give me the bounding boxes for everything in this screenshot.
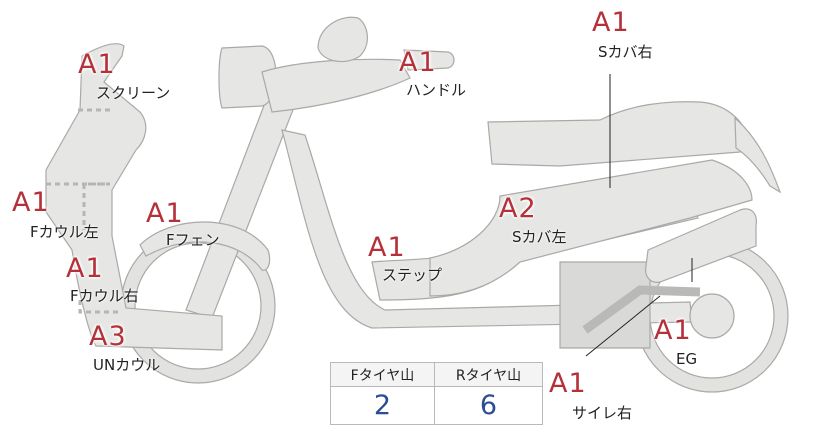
grade-front-fender: A1 xyxy=(146,198,184,229)
label-silencer-right: サイレ右 xyxy=(572,404,633,422)
label-front-cowl-left: Fカウル左 xyxy=(30,223,99,241)
muffler-shape xyxy=(645,208,757,283)
grade-engine: A1 xyxy=(654,315,692,346)
grade-front-cowl-left: A1 xyxy=(12,187,50,218)
mirror xyxy=(317,16,368,63)
grade-silencer-right: A1 xyxy=(549,368,587,399)
front-fender-shape xyxy=(139,221,271,271)
leader-lines xyxy=(585,74,693,357)
label-screen: スクリーン xyxy=(96,84,171,102)
header-rear-tire: Rタイヤ山 xyxy=(435,363,542,387)
label-seat-cover-right: Sカバ右 xyxy=(598,43,653,61)
label-step: ステップ xyxy=(382,266,443,284)
header-front-tire: Fタイヤ山 xyxy=(331,363,435,387)
front-cowl-shape xyxy=(45,43,223,351)
rear-body xyxy=(429,159,753,297)
cowl-seam-lines xyxy=(46,108,120,314)
rear-hub xyxy=(689,293,735,339)
engine-block xyxy=(559,261,651,349)
label-seat-cover-left: Sカバ左 xyxy=(512,228,567,246)
grade-step: A1 xyxy=(368,232,406,263)
rear-tail xyxy=(734,116,782,194)
grade-handle: A1 xyxy=(399,47,437,78)
grade-screen: A1 xyxy=(78,49,116,80)
label-front-fender: Fフェン xyxy=(166,231,220,249)
seat-shape xyxy=(487,101,751,167)
label-front-cowl-right: Fカウル右 xyxy=(70,287,139,305)
handle-cover xyxy=(261,58,411,113)
front-fork xyxy=(185,94,297,319)
handle-grip xyxy=(403,49,455,71)
engine-belt xyxy=(582,285,701,334)
value-rear-tire: 6 xyxy=(479,390,498,421)
label-handle: ハンドル xyxy=(406,81,467,99)
grade-under-cowl: A3 xyxy=(89,321,127,352)
grade-front-cowl-right: A1 xyxy=(66,253,104,284)
value-front-tire: 2 xyxy=(331,387,435,424)
label-engine: EG xyxy=(676,350,698,368)
tire-tread-table: Fタイヤ山 Rタイヤ山 2 6 xyxy=(330,362,543,425)
grade-seat-cover-left: A2 xyxy=(499,193,537,224)
label-under-cowl: UNカウル xyxy=(93,356,161,374)
grade-seat-cover-right: A1 xyxy=(592,7,630,38)
